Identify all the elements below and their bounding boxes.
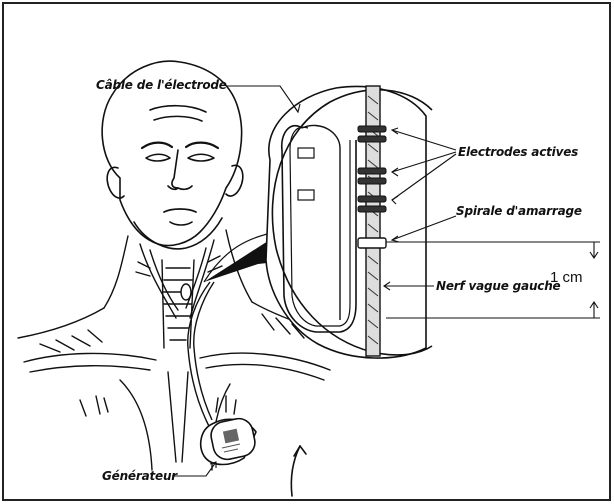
label-electrode-cable: Câble de l'électrode bbox=[96, 78, 227, 92]
patient-neck bbox=[104, 230, 252, 348]
label-generator: Générateur bbox=[102, 469, 177, 483]
label-vagus-nerve: Nerf vague gauche bbox=[436, 279, 561, 293]
label-scale-1cm: 1 cm bbox=[550, 269, 583, 286]
active-electrodes bbox=[358, 126, 386, 212]
label-active-electrodes: Electrodes actives bbox=[458, 145, 578, 159]
anchor-spiral bbox=[358, 238, 386, 248]
generator-device bbox=[201, 416, 258, 464]
zoom-detail bbox=[266, 86, 432, 358]
label-anchor-spiral: Spirale d'amarrage bbox=[456, 204, 582, 218]
